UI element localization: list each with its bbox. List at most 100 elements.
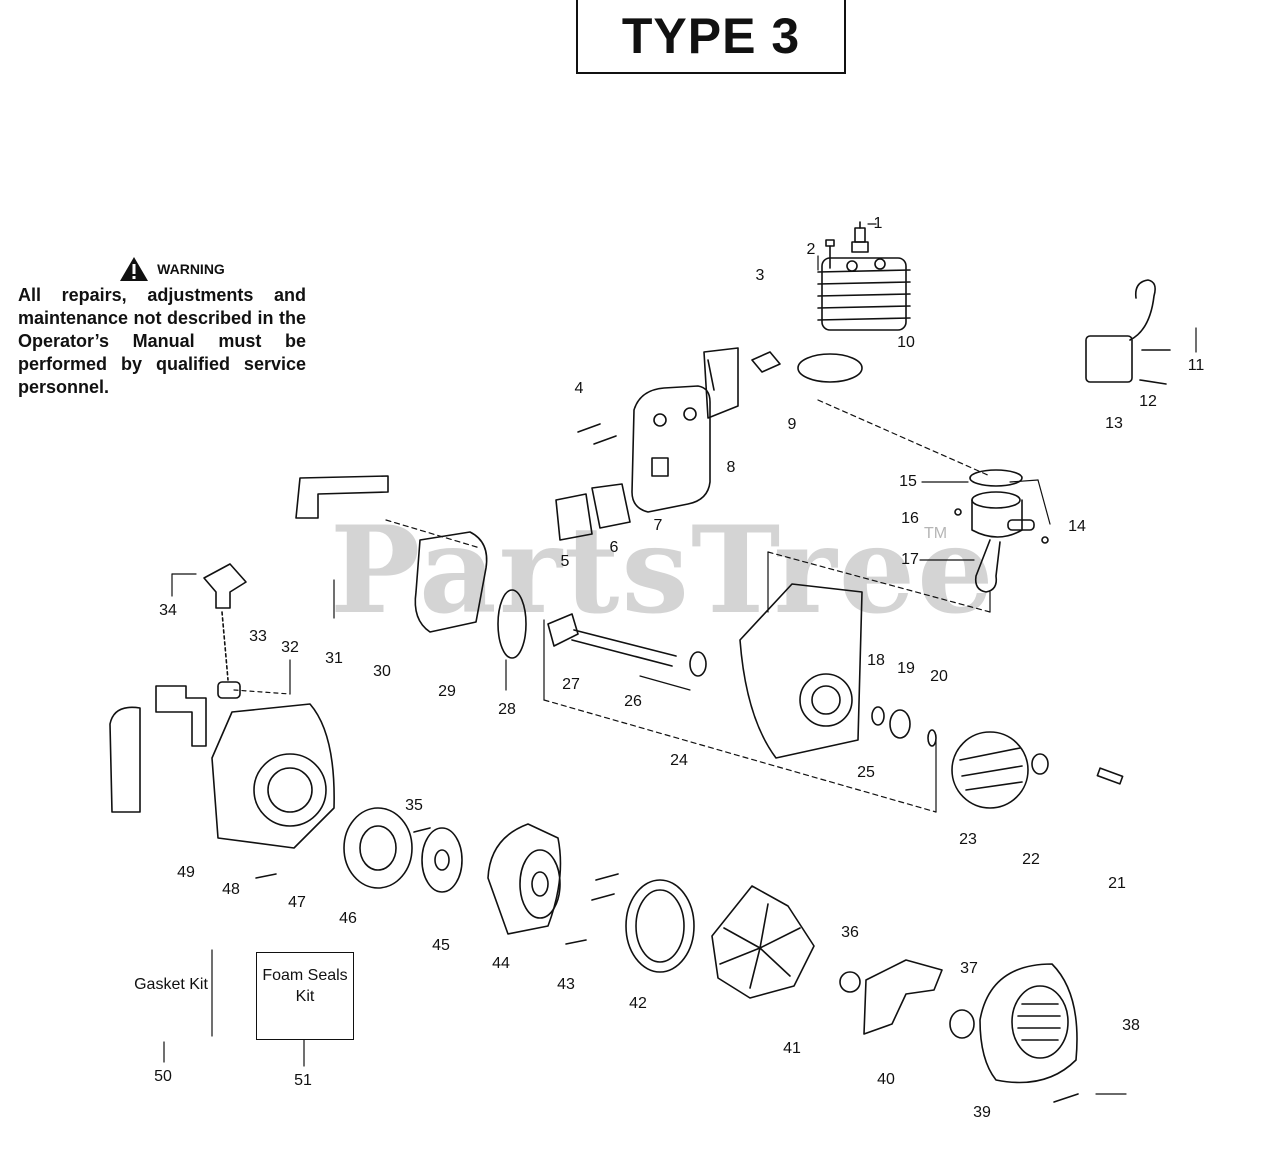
- callout-41: 41: [783, 1040, 801, 1057]
- callout-21: 21: [1108, 875, 1126, 892]
- ignition-module-part: [1085, 279, 1171, 385]
- callout-4: 4: [574, 380, 584, 397]
- callout-48: 48: [222, 881, 240, 898]
- choke-knob-part: [217, 681, 241, 699]
- choke-rod-part: [221, 611, 229, 681]
- starter-pulley-part: [343, 807, 413, 889]
- warning-title: WARNING: [157, 261, 225, 277]
- callout-10: 10: [897, 334, 915, 351]
- air-filter-gasket-part: [295, 475, 389, 519]
- gasket-kit-label: Gasket Kit: [134, 976, 208, 993]
- watermark-tm: TM: [924, 525, 948, 542]
- warning-triangle-icon: [120, 257, 149, 281]
- callout-20: 20: [930, 668, 948, 685]
- warning-text: All repairs, adjustments and maintenance…: [18, 285, 306, 397]
- callout-47: 47: [288, 894, 306, 911]
- nozzle-bracket-part: [863, 959, 943, 1035]
- callout-13: 13: [1105, 415, 1123, 432]
- housing-screw-part: [255, 873, 277, 879]
- callout-35: 35: [405, 797, 423, 814]
- callout-45: 45: [432, 937, 450, 954]
- crankshaft-seal-part: [889, 709, 911, 739]
- callout-3: 3: [755, 267, 765, 284]
- intake-adapter-part: [414, 531, 488, 633]
- callout-38: 38: [1122, 1017, 1140, 1034]
- callout-33: 33: [249, 628, 267, 645]
- callout-32: 32: [281, 639, 299, 656]
- retaining-ring-part: [927, 729, 937, 747]
- bushing-part: [949, 1009, 975, 1039]
- impeller-part: [711, 885, 815, 999]
- bearing-part: [871, 706, 885, 726]
- foam-seal-part: [109, 706, 141, 813]
- foam-seals-kit-label: Foam Seals Kit: [262, 967, 348, 1005]
- callout-17: 17: [901, 551, 919, 568]
- muffler-part: [631, 385, 711, 513]
- choke-lever-part: [203, 563, 247, 609]
- callout-22: 22: [1022, 851, 1040, 868]
- callout-43: 43: [557, 976, 575, 993]
- foam-seal-part-2: [155, 685, 207, 747]
- callout-7: 7: [653, 517, 663, 534]
- callout-30: 30: [373, 663, 391, 680]
- fan-spacer-part: [625, 879, 695, 973]
- crankcase-part: [739, 583, 863, 759]
- callout-15: 15: [899, 473, 917, 490]
- leader-lines: [163, 223, 1197, 1095]
- callout-49: 49: [177, 864, 195, 881]
- foam-seals-kit-box: Foam Seals Kit: [256, 952, 354, 1040]
- callout-16: 16: [901, 510, 919, 527]
- starter-screws-part: [565, 873, 619, 945]
- muffler-bracket-part: [703, 347, 739, 419]
- callout-39: 39: [973, 1104, 991, 1121]
- piston-assembly-part: [954, 469, 1049, 593]
- pulley-screw-part: [413, 827, 431, 833]
- cylinder-gasket-part: [797, 353, 863, 383]
- callout-28: 28: [498, 701, 516, 718]
- callout-25: 25: [857, 764, 875, 781]
- callout-5: 5: [560, 553, 570, 570]
- callout-34: 34: [159, 602, 177, 619]
- callout-11: 11: [1187, 357, 1205, 374]
- callout-40: 40: [877, 1071, 895, 1088]
- spark-plug-part: [851, 221, 869, 253]
- callout-18: 18: [867, 652, 885, 669]
- starter-washer-part: [421, 827, 463, 893]
- callout-42: 42: [629, 995, 647, 1012]
- crankshaft-part: [547, 613, 707, 677]
- callout-23: 23: [959, 831, 977, 848]
- callout-26: 26: [624, 693, 642, 710]
- fan-cover-part: [979, 963, 1078, 1084]
- cylinder-bolt-part: [825, 239, 835, 269]
- cover-screw-part: [1053, 1093, 1079, 1103]
- callout-51: 51: [294, 1072, 312, 1089]
- impeller-nut-part: [839, 971, 861, 993]
- blower-housing-part: [211, 703, 335, 849]
- muffler-screws-part: [577, 423, 617, 445]
- cylinder-part: [817, 257, 911, 331]
- muffler-gasket-part: [591, 483, 631, 529]
- callout-9: 9: [787, 416, 797, 433]
- callout-19: 19: [897, 660, 915, 677]
- starter-assembly-part: [487, 823, 562, 935]
- muffler-baffle-part: [555, 493, 593, 541]
- callout-6: 6: [609, 539, 619, 556]
- callout-2: 2: [806, 241, 816, 258]
- diagram-type-title: TYPE 3: [576, 0, 846, 74]
- callout-31: 31: [325, 650, 343, 667]
- callout-29: 29: [438, 683, 456, 700]
- flywheel-part: [951, 731, 1049, 809]
- callout-44: 44: [492, 955, 510, 972]
- callout-27: 27: [562, 676, 580, 693]
- warning-notice: WARNING All repairs, adjustments and mai…: [18, 256, 306, 399]
- callout-8: 8: [726, 459, 736, 476]
- callout-14: 14: [1068, 518, 1086, 535]
- callout-46: 46: [339, 910, 357, 927]
- flywheel-pin-part: [1096, 767, 1124, 785]
- intake-gasket-part: [497, 589, 527, 659]
- callout-24: 24: [670, 752, 688, 769]
- intake-boot-part: [751, 351, 781, 373]
- warning-header: WARNING: [38, 256, 306, 282]
